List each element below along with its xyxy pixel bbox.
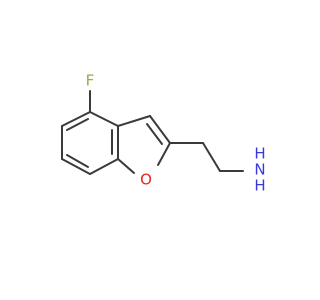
bond-o-c7a — [117, 158, 135, 174]
bond-inner-c3-c2 — [146, 123, 163, 145]
amine-hydrogen-label: H — [254, 145, 265, 163]
bond-c7-c7a — [89, 158, 119, 175]
oxygen-label: O — [140, 171, 152, 189]
bond-inner-c6-c7 — [66, 154, 89, 168]
molecule-structure-diagram: F O N H H — [61, 72, 266, 195]
atom-labels: F O N H H — [86, 72, 266, 195]
molecule-canvas: F O N H H — [61, 71, 266, 195]
bond-c3a-c3 — [117, 115, 151, 127]
nitrogen-label: N — [254, 161, 265, 179]
bond-ca-cb — [202, 142, 221, 172]
bond-c2-o — [157, 142, 171, 166]
bond-c3a-c4 — [89, 111, 119, 127]
fluorine-label: F — [86, 72, 95, 90]
bond-c3-c2 — [149, 115, 171, 144]
bond-inner-c4-c5 — [66, 118, 89, 131]
bonds — [61, 90, 244, 175]
amine-hydrogen-label-2: H — [254, 177, 265, 195]
bond-c4-c5 — [61, 111, 91, 127]
bond-c6-c7 — [61, 158, 91, 175]
